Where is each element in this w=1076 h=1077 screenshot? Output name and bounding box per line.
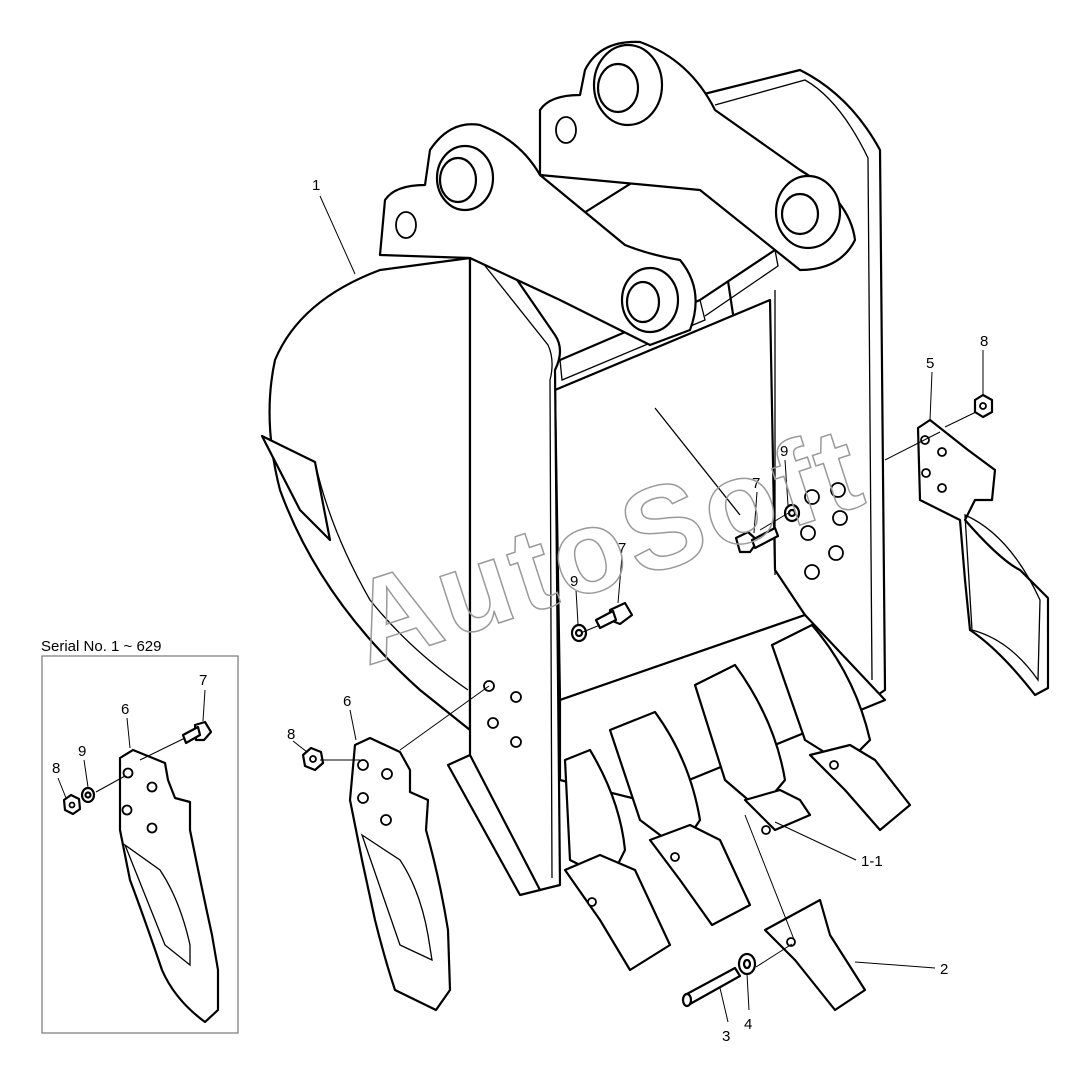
pin-boss-3: [774, 174, 842, 250]
callout-1-1: 1-1: [861, 853, 883, 870]
washer-9-center: [570, 623, 588, 643]
callout-2: 2: [940, 961, 948, 978]
nut-8-right: [973, 393, 994, 419]
inset-nut-8: [62, 793, 82, 816]
inset-frame: [41, 655, 239, 1034]
adapter-tooth-2: [608, 710, 752, 927]
callout-8-left: 8: [287, 726, 295, 743]
callout-8-right: 8: [980, 333, 988, 350]
callout-4: 4: [744, 1016, 752, 1033]
teeth-row: [563, 623, 912, 972]
pin-boss-1: [435, 144, 495, 212]
washer-9-right: [783, 503, 801, 523]
serial-inset: [41, 655, 239, 1034]
tooth-point-2: [763, 898, 867, 1012]
inset-callout-9: 9: [78, 743, 86, 760]
pin-3: [681, 966, 742, 1008]
washer-4: [737, 952, 757, 976]
bolt-7-right: [734, 526, 780, 554]
callout-6: 6: [343, 693, 351, 710]
inset-bolt-7: [181, 720, 213, 745]
nut-8-left: [301, 746, 325, 772]
bucket-floor: [553, 298, 807, 702]
inset-washer-9: [80, 786, 96, 804]
adapter-tooth-1: [563, 748, 672, 972]
callout-9-center: 9: [570, 573, 578, 590]
inset-callout-6: 6: [121, 701, 129, 718]
callout-3: 3: [722, 1028, 730, 1045]
leader-lines: [292, 195, 984, 1023]
pin-boss-4: [620, 266, 680, 334]
side-cutter-5: [916, 418, 1050, 697]
pin-boss-2: [592, 43, 664, 127]
inset-side-cutter: [118, 748, 220, 1024]
inset-callout-7: 7: [199, 672, 207, 689]
callout-labels: 1 1-1 2 3 4 5 6 7 7 8 8 9 9 Serial No. 1…: [41, 177, 988, 1045]
callout-9-right: 9: [780, 443, 788, 460]
bracket-assembly: [378, 40, 857, 347]
side-cutter-6: [348, 736, 452, 1012]
inset-caption: Serial No. 1 ~ 629: [41, 638, 162, 655]
adapter-tooth-3: [693, 663, 812, 835]
bolt-7-center: [594, 601, 634, 630]
adapter-tooth-4: [770, 623, 912, 832]
callout-5: 5: [926, 355, 934, 372]
inset-callout-8: 8: [52, 760, 60, 777]
callout-1: 1: [312, 177, 320, 194]
callout-7-right: 7: [752, 475, 760, 492]
callout-7-center: 7: [618, 540, 626, 557]
